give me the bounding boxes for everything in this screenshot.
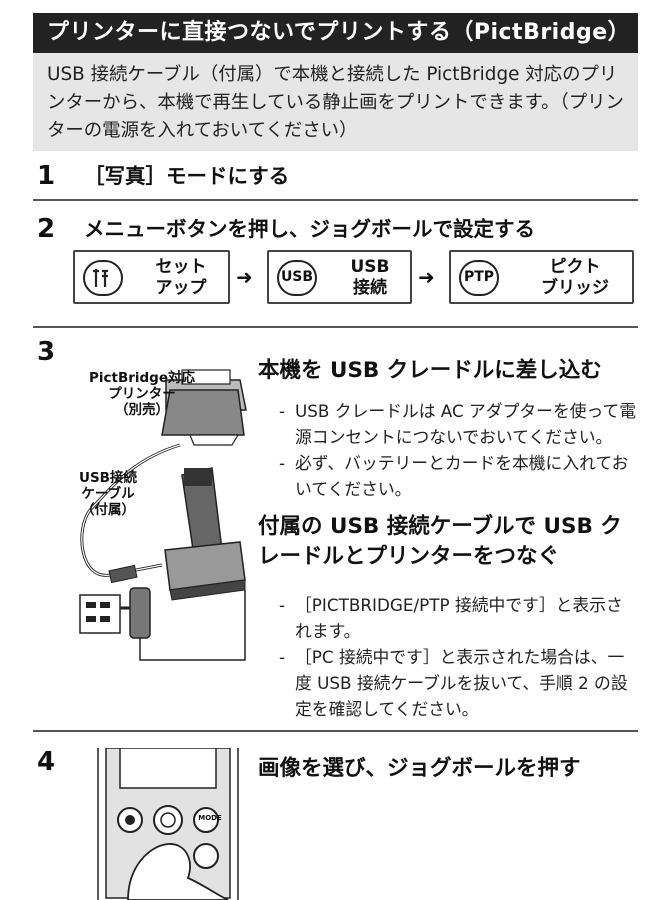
step-1-number: 1 [37,161,56,191]
note-item: USB クレードルは AC アダプターを使って電源コンセントにつないでおいてくだ… [277,398,637,450]
step-3-heading-b: 付属の USB 接続ケーブルで USB クレードルとプリンターをつなぐ [258,514,622,569]
divider [33,730,638,732]
menu-box-ptp: PTP ピクト ブリッジ [449,250,634,304]
usb-icon: USB [277,260,317,296]
step-3-notes-a: USB クレードルは AC アダプターを使って電源コンセントにつないでおいてくだ… [277,398,637,502]
connection-illustration [79,369,247,661]
step-3-number: 3 [37,337,56,367]
section-title: プリンターに直接つないでプリントする（PictBridge） [33,13,638,53]
intro-text: USB 接続ケーブル（付属）で本機と接続した PictBridge 対応のプリン… [33,53,638,151]
step-4-heading: 画像を選び、ジョグボールを押す [258,756,581,781]
step-3-heading-a: 本機を USB クレードルに差し込む [258,358,602,383]
flow-arrow: ➜ [418,265,435,289]
note-item: ［PC 接続中です］と表示された場合は、一度 USB 接続ケーブルを抜いて、手順… [277,644,639,722]
menu-box-usb: USB USB 接続 [267,250,412,304]
flow-arrow: ➜ [236,265,253,289]
ptp-icon: PTP [459,260,499,296]
menu-label-ptp: ピクト ブリッジ [541,257,609,298]
printer-illustration [161,369,247,446]
menu-label-setup: セット アップ [155,257,207,298]
divider [33,326,638,328]
menu-flow: セット アップ ➜ USB USB 接続 ➜ PTP ピクト ブリッジ [73,250,636,306]
setup-icon [83,260,123,296]
step-2-number: 2 [37,214,56,244]
note-item: ［PICTBRIDGE/PTP 接続中です］と表示されます。 [277,592,639,644]
mode-button-label: MODE [198,814,222,822]
note-item: 必ず、バッテリーとカードを本機に入れておいてください。 [277,450,637,502]
power-outlet-illustration [79,587,246,661]
finger-illustration [127,843,229,900]
cable-label: USB接続 ケーブル （付属） [79,470,137,518]
step-1-heading: ［写真］モードにする [84,164,290,188]
menu-box-setup: セット アップ [73,250,230,304]
printer-label: PictBridge対応 プリンター （別売） [88,370,196,418]
step-4-number: 4 [37,747,56,777]
step-3-notes-b: ［PICTBRIDGE/PTP 接続中です］と表示されます。 ［PC 接続中です… [277,592,639,722]
menu-label-usb: USB 接続 [350,257,390,298]
camera-cradle-illustration [164,467,246,601]
divider [33,199,638,201]
step-2-heading: メニューボタンを押し、ジョグボールで設定する [84,217,535,241]
camera-back-illustration [97,748,239,900]
